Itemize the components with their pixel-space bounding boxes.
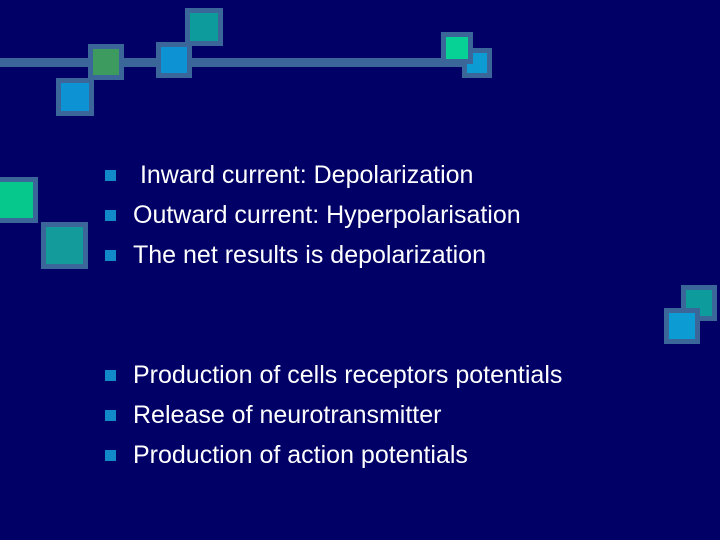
bullet-item-label: Production of action potentials — [133, 441, 468, 469]
deco-square-cyan-bottom-right — [664, 308, 700, 344]
list-item: Production of action potentials — [105, 435, 562, 475]
list-item: The net results is depolarization — [105, 235, 521, 275]
bullet-square-icon — [105, 169, 116, 181]
bullet-square-icon — [105, 249, 116, 261]
bullet-square-icon — [105, 449, 116, 461]
list-item: Release of neurotransmitter — [105, 395, 562, 435]
deco-square-fill — [93, 49, 119, 75]
deco-square-fill — [446, 37, 468, 59]
deco-square-blue-left — [56, 78, 94, 116]
deco-square-green-edge-left — [0, 177, 38, 223]
bullet-item-label: Release of neurotransmitter — [133, 401, 442, 429]
bullet-item-label: Production of cells receptors potentials — [133, 361, 563, 389]
deco-square-fill — [61, 83, 89, 111]
bullet-square-icon — [105, 369, 116, 381]
deco-square-blue-mid — [156, 42, 192, 78]
bullet-item-label: Inward current: Depolarization — [133, 161, 474, 189]
deco-square-fill — [46, 227, 83, 264]
list-item: Inward current: Depolarization — [105, 155, 521, 195]
deco-square-teal-mid-top — [185, 8, 223, 46]
bullet-group-outcomes: Production of cells receptors potentials… — [105, 355, 562, 475]
bullet-item-label: The net results is depolarization — [133, 241, 486, 269]
bullet-square-icon — [105, 409, 116, 421]
list-item: Outward current: Hyperpolarisation — [105, 195, 521, 235]
bullet-group-currents: Inward current: Depolarization Outward c… — [105, 155, 521, 275]
deco-square-teal-edge-left — [41, 222, 88, 269]
bullet-item-label: Outward current: Hyperpolarisation — [133, 201, 521, 229]
deco-square-green-top-left — [88, 44, 124, 80]
bullet-square-icon — [105, 209, 116, 221]
deco-square-green-right — [441, 32, 473, 64]
list-item: Production of cells receptors potentials — [105, 355, 562, 395]
decorative-banner-line — [0, 58, 480, 67]
deco-square-fill — [0, 182, 33, 218]
deco-square-fill — [161, 47, 187, 73]
deco-square-fill — [669, 313, 695, 339]
deco-square-fill — [190, 13, 218, 41]
